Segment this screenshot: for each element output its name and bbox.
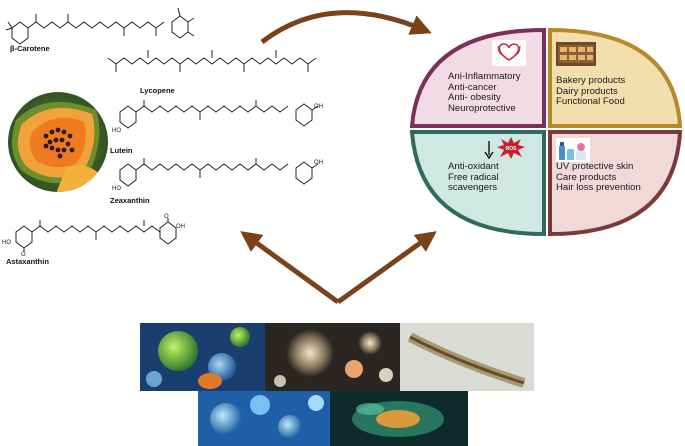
svg-text:O: O xyxy=(164,214,169,220)
microalgae-collage xyxy=(140,323,534,446)
quadrant-line: Hair loss prevention xyxy=(556,182,641,194)
svg-text:HO: HO xyxy=(2,240,11,246)
papaya-image xyxy=(8,92,108,192)
svg-text:HO: HO xyxy=(112,186,121,192)
quadrant-line: Anti- obesity xyxy=(448,92,501,104)
collage-panel-green-glow xyxy=(330,391,468,446)
left-down-arrow xyxy=(240,231,340,305)
astaxanthin-label: Astaxanthin xyxy=(6,257,49,266)
quadrant-line: Functional Food xyxy=(556,96,625,108)
quadrant-top-right-text: Bakery products Dairy products Functiona… xyxy=(556,75,626,108)
svg-text:O: O xyxy=(21,252,26,256)
quadrant-line: Care products xyxy=(556,171,617,183)
cosmetics-icon xyxy=(556,138,590,162)
svg-text:OH: OH xyxy=(314,160,323,166)
lutein-label: Lutein xyxy=(110,146,133,155)
down-arrow-icon xyxy=(484,141,494,160)
stethoscope-heart-icon xyxy=(492,40,526,66)
collage-panel-green-algae xyxy=(140,323,265,391)
zeaxanthin-label: Zeaxanthin xyxy=(110,196,150,205)
lycopene-label: Lycopene xyxy=(140,86,175,95)
top-curved-arrow xyxy=(260,10,432,44)
lutein-structure: HO OH xyxy=(112,100,323,134)
quadrant-line: Bakery products xyxy=(556,75,626,86)
quadrant-bottom-right-text: UV protective skin Care products Hair lo… xyxy=(556,161,641,194)
ros-burst-icon: ROS xyxy=(497,137,525,159)
collage-panel-diatoms xyxy=(265,323,400,391)
quadrant-line: Ani-Inflammatory xyxy=(448,71,521,82)
collage-panel-filament xyxy=(400,323,534,391)
quadrant-line: Neuroprotective xyxy=(448,102,516,114)
quadrant-line: Dairy products xyxy=(556,85,618,97)
applications-quadrant-chart xyxy=(409,27,683,237)
svg-text:HO: HO xyxy=(112,128,121,134)
bakery-icon xyxy=(556,42,596,66)
quadrant-top-left-text: Ani-Inflammatory Anti-cancer Anti- obesi… xyxy=(448,71,521,114)
astaxanthin-structure: HO OH O O xyxy=(2,214,185,256)
quadrant-line: Free radical xyxy=(448,171,499,183)
quadrant-line: Anti-cancer xyxy=(448,81,497,93)
ros-badge: ROS xyxy=(506,146,518,152)
svg-text:OH: OH xyxy=(176,224,185,230)
quadrant-line: scavengers xyxy=(448,182,498,194)
quadrant-line: UV protective skin xyxy=(556,161,634,172)
collage-panel-blue-cells xyxy=(198,391,330,446)
beta-carotene-structure xyxy=(5,7,195,45)
quadrant-line: Anti-oxidant xyxy=(448,161,499,172)
zeaxanthin-structure: HO OH xyxy=(112,158,323,192)
svg-text:OH: OH xyxy=(314,104,323,110)
right-up-arrow xyxy=(336,231,437,305)
quadrant-bottom-left-text: Anti-oxidant Free radical scavengers xyxy=(448,161,499,194)
lycopene-structure xyxy=(107,50,317,72)
beta-carotene-label: β-Carotene xyxy=(10,44,50,53)
